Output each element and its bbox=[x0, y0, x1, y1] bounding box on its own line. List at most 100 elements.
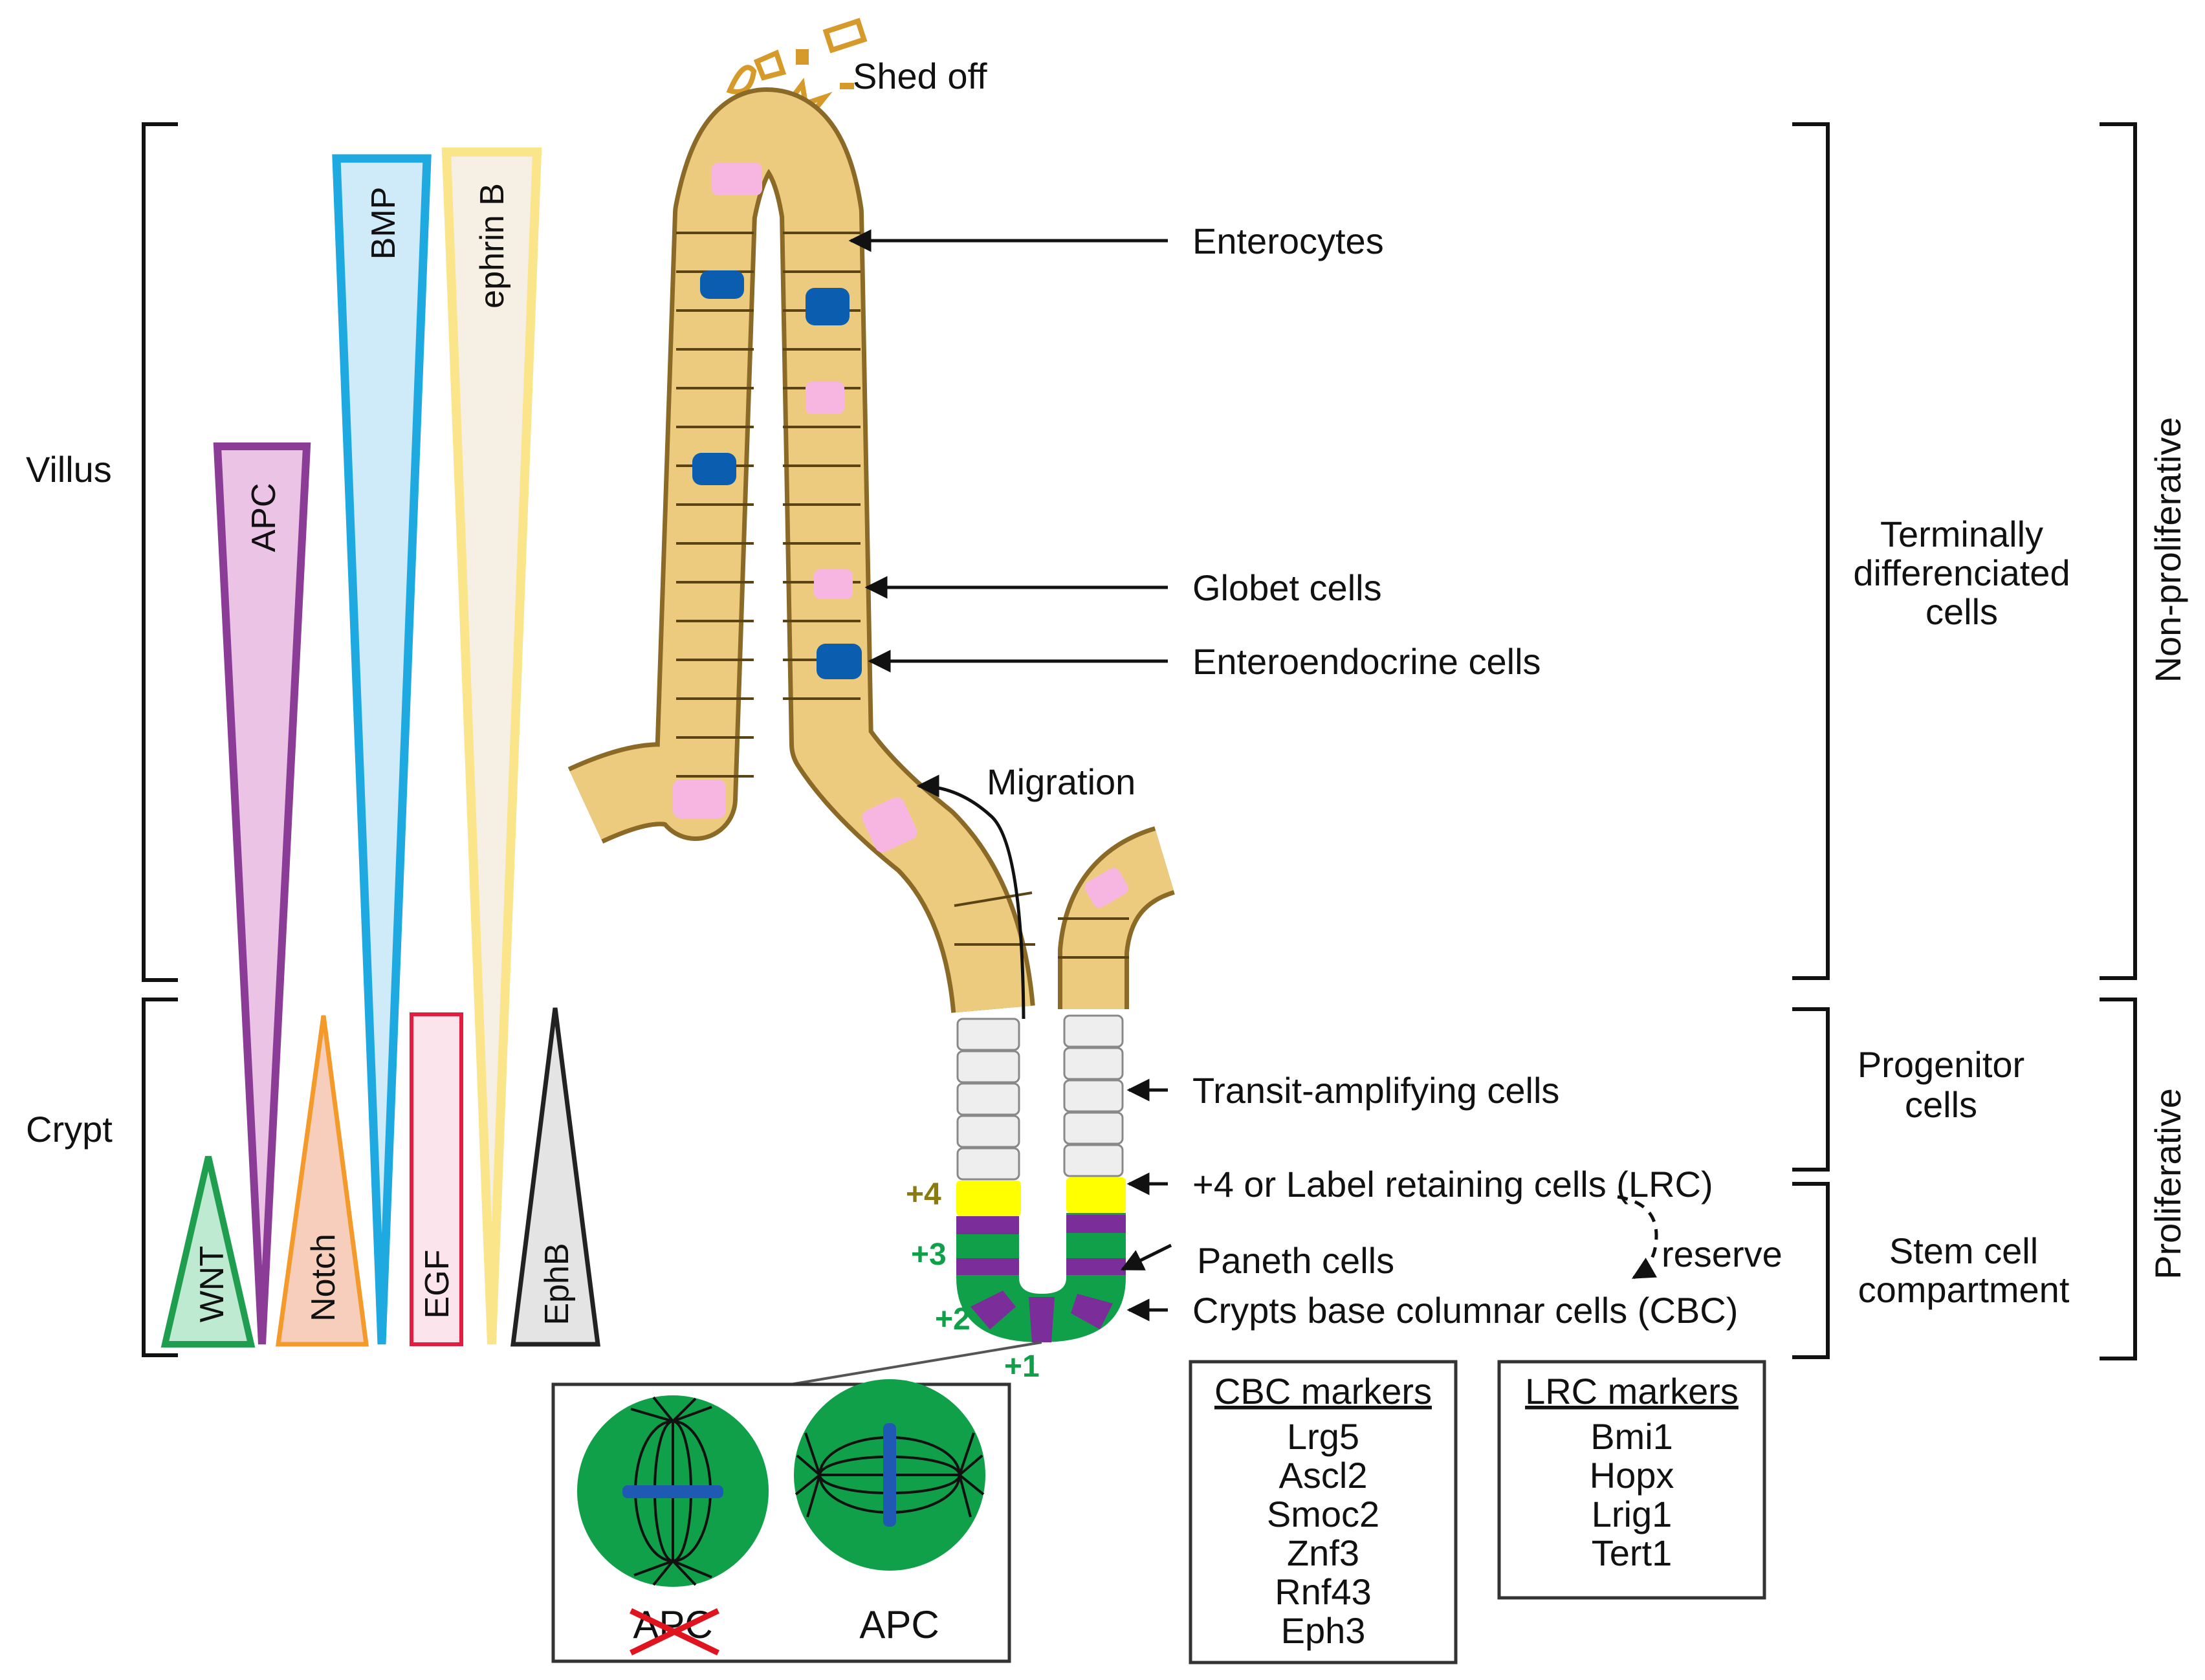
terminal-label-line3: cells bbox=[1925, 591, 1998, 632]
enteroendocrine-cell bbox=[817, 644, 862, 679]
non-proliferative-label: Non-proliferative bbox=[2147, 417, 2188, 683]
lrc-marker-item: Hopx bbox=[1590, 1455, 1674, 1496]
ephb-gradient bbox=[510, 1007, 600, 1347]
proliferative-label: Proliferative bbox=[2147, 1088, 2188, 1280]
egf-label: EGF bbox=[419, 1250, 456, 1319]
terminal-label-line2: differenciated bbox=[1853, 552, 2070, 593]
paneth-cell bbox=[956, 1216, 1019, 1234]
goblet-label: Globet cells bbox=[1192, 567, 1382, 608]
wnt-label: WNT bbox=[193, 1246, 231, 1322]
apc-mutant-label: APC bbox=[633, 1603, 712, 1646]
apc-crossed-out bbox=[630, 1608, 719, 1656]
paneth-cell bbox=[956, 1258, 1019, 1275]
lrc-markers-title: LRC markers bbox=[1525, 1371, 1739, 1412]
ta-cell bbox=[1063, 1079, 1124, 1113]
position-3: +3 bbox=[911, 1238, 947, 1272]
cbc-marker-item: Znf3 bbox=[1287, 1533, 1359, 1573]
ta-cell bbox=[956, 1115, 1020, 1148]
progenitor-label-line1: Progenitor bbox=[1858, 1044, 2024, 1085]
lrc-cell bbox=[1066, 1177, 1126, 1213]
lrc-marker-item: Lrig1 bbox=[1592, 1494, 1673, 1534]
apc-gradient bbox=[213, 442, 311, 1345]
spindle-cell-apc-mutant bbox=[577, 1395, 769, 1587]
cbc-marker-item: Smoc2 bbox=[1267, 1494, 1379, 1534]
ta-cell bbox=[956, 1018, 1020, 1051]
goblet-cell bbox=[1084, 867, 1128, 908]
paneth-label: Paneth cells bbox=[1197, 1240, 1394, 1281]
goblet-cell bbox=[673, 780, 726, 818]
wnt-gradient bbox=[160, 1155, 256, 1347]
ephb-label: EphB bbox=[538, 1243, 576, 1325]
ta-cell bbox=[956, 1147, 1020, 1181]
position-2: +2 bbox=[935, 1302, 971, 1336]
crypt-bracket bbox=[142, 998, 178, 1357]
ta-cell bbox=[1063, 1111, 1124, 1145]
migration-arrow bbox=[916, 774, 1026, 1020]
ta-cell bbox=[1063, 1144, 1124, 1177]
lrc-label: +4 or Label retaining cells (LRC) bbox=[1192, 1164, 1713, 1205]
paneth-arrow bbox=[1120, 1243, 1172, 1271]
position-1: +1 bbox=[1004, 1349, 1040, 1384]
apc-label: APC bbox=[245, 483, 283, 552]
lrc-marker-item: Bmi1 bbox=[1590, 1416, 1673, 1457]
cbc-marker-item: Ascl2 bbox=[1279, 1455, 1368, 1496]
enterocytes-label: Enterocytes bbox=[1192, 221, 1384, 261]
ephrin-b-gradient bbox=[441, 147, 542, 1345]
non-proliferative-bracket bbox=[2100, 122, 2137, 980]
ta-cell bbox=[1063, 1014, 1124, 1048]
reserve-arrow bbox=[1617, 1195, 1658, 1280]
lrc-markers-box bbox=[1497, 1360, 1766, 1600]
lrc-cell bbox=[956, 1181, 1021, 1216]
proliferative-bracket bbox=[2100, 998, 2137, 1360]
paneth-cell bbox=[1029, 1297, 1055, 1342]
stem-label-line2: compartment bbox=[1858, 1269, 2070, 1310]
enteroendocrine-cell bbox=[806, 288, 850, 325]
goblet-cell bbox=[862, 797, 917, 853]
spindle-cell-apc-wildtype bbox=[794, 1379, 985, 1571]
ta-cell bbox=[1063, 1047, 1124, 1080]
cbc-markers-box bbox=[1189, 1360, 1458, 1664]
cbc-marker-item: Lrg5 bbox=[1287, 1416, 1359, 1457]
enteroendocrine-cell bbox=[700, 270, 744, 299]
paneth-cell bbox=[1066, 1215, 1126, 1233]
notch-gradient bbox=[275, 1015, 369, 1347]
ta-cell bbox=[956, 1082, 1020, 1116]
reserve-label: reserve bbox=[1662, 1234, 1783, 1274]
enteroendocrine-cell bbox=[692, 453, 736, 485]
notch-label: Notch bbox=[305, 1234, 342, 1322]
inset-pointer bbox=[790, 1341, 1042, 1386]
ta-cell bbox=[956, 1050, 1020, 1084]
paneth-cell bbox=[1066, 1258, 1126, 1275]
paneth-cell bbox=[971, 1291, 1016, 1329]
progenitor-bracket bbox=[1792, 1007, 1830, 1172]
bmp-label: BMP bbox=[365, 187, 402, 260]
shed-off-label: Shed off bbox=[853, 56, 987, 96]
villus-bracket bbox=[142, 122, 178, 982]
terminal-bracket bbox=[1792, 122, 1830, 980]
cbc-label: Crypts base columnar cells (CBC) bbox=[1192, 1290, 1738, 1331]
cbc-marker-item: Eph3 bbox=[1281, 1610, 1366, 1651]
villus-label: Villus bbox=[26, 449, 112, 490]
cbc-markers-title: CBC markers bbox=[1214, 1371, 1432, 1412]
epithelium bbox=[567, 87, 1176, 1342]
progenitor-label-line2: cells bbox=[1905, 1084, 1977, 1125]
bmp-gradient bbox=[332, 154, 432, 1345]
lrc-marker-item: Tert1 bbox=[1592, 1533, 1673, 1573]
enteroendocrine-label: Enteroendocrine cells bbox=[1192, 641, 1541, 682]
goblet-cell bbox=[712, 163, 762, 195]
paneth-cell bbox=[1071, 1294, 1113, 1329]
stem-bracket bbox=[1792, 1182, 1830, 1359]
egf-bar bbox=[410, 1012, 463, 1346]
crypt-label: Crypt bbox=[26, 1109, 113, 1150]
position-4: +4 bbox=[906, 1177, 941, 1212]
goblet-cell bbox=[814, 569, 853, 599]
goblet-cell bbox=[806, 382, 844, 414]
stem-label-line1: Stem cell bbox=[1889, 1230, 2038, 1271]
ta-label: Transit-amplifying cells bbox=[1192, 1070, 1559, 1111]
cbc-marker-item: Rnf43 bbox=[1275, 1571, 1371, 1612]
migration-label: Migration bbox=[987, 761, 1135, 802]
ephrin-b-label: ephrin B bbox=[474, 183, 511, 309]
apc-wildtype-label: APC bbox=[859, 1603, 939, 1646]
terminal-label-line1: Terminally bbox=[1880, 514, 2043, 554]
